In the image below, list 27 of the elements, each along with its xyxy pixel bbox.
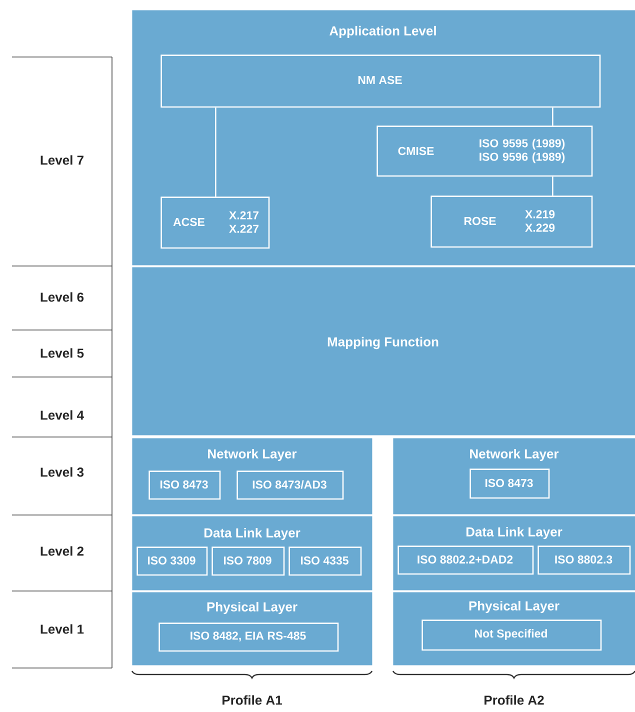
standard-box: ACSE X.217 X.227 (160, 196, 270, 249)
level-label: Level 4 (40, 410, 84, 420)
standard-box: ISO 4335 (288, 546, 362, 576)
standard-box: NM ASE (160, 54, 601, 108)
profile-label: Profile A2 (484, 695, 544, 705)
level-label: Level 6 (40, 292, 84, 302)
layer-band: Mapping Function (132, 267, 635, 436)
level-label: Level 5 (40, 348, 84, 358)
standard-box: ISO 3309 (136, 546, 208, 576)
level-label: Level 2 (40, 546, 84, 556)
standard-box: ISO 8473 (148, 470, 221, 500)
standard-box: CMISE ISO 9595 (1989) ISO 9596 (1989) (376, 126, 593, 177)
standard-box: ISO 8473/AD3 (236, 470, 344, 500)
standard-box: ISO 8802.2+DAD2 (398, 546, 534, 575)
profile-label: Profile A1 (222, 695, 282, 705)
level-label: Level 1 (40, 624, 84, 634)
standard-box: ISO 8473 (470, 468, 550, 499)
connector-line (215, 108, 216, 197)
standard-box: ISO 8482, EIA RS-485 (158, 622, 339, 652)
standard-box: Not Specified (422, 620, 602, 651)
level-label: Level 7 (40, 155, 84, 165)
connector-line (552, 108, 554, 126)
standard-box: ISO 8802.3 (538, 546, 631, 575)
connector-line (552, 176, 554, 196)
level-label: Level 3 (40, 467, 84, 477)
standard-box: ISO 7809 (212, 546, 285, 576)
standard-box: ROSE X.219 X.229 (430, 196, 593, 248)
